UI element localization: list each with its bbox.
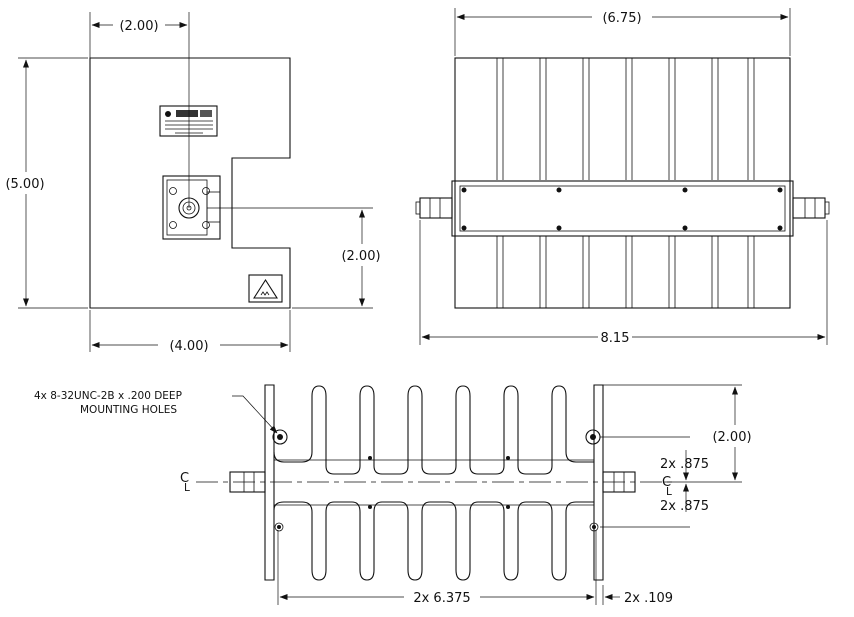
front-dim-right: (2.00) [341,249,380,264]
bottom-dim-lower-offset: 2x .875 [660,499,709,514]
mounting-note-line1: 4x 8-32UNC-2B x .200 DEEP [34,390,182,402]
bottom-dim-height: (2.00) [712,430,751,445]
side-dim-bottom: 8.15 [601,331,630,346]
warning-box [248,274,283,303]
lower-fins [273,501,594,581]
label-plate [159,105,218,137]
mounting-plate [451,180,794,237]
front-view: (2.00) (5.00) (2.00) (4.00) [5,12,381,354]
front-dim-left: (5.00) [5,177,44,192]
bottom-dim-upper-offset: 2x .875 [660,457,709,472]
front-body-outline [89,57,291,309]
mounting-hole-icon [272,429,288,445]
centerline-right-l: L [666,486,672,498]
centerline-right-c: C [662,475,671,490]
upper-fins [273,385,594,475]
heatsink-body [454,57,791,309]
centerline-left-c: C [180,471,189,486]
bottom-view: C L C L 4x 8-32UNC-2B x .200 DEEP MOUNTI… [34,384,752,606]
front-dim-bottom: (4.00) [169,339,208,354]
side-dim-top: (6.75) [602,11,641,26]
right-connector-icon [792,197,830,219]
side-view: (6.75) 8.15 [415,8,830,346]
centerline-left-l: L [184,482,190,494]
bottom-dim-edge-offset: 2x .109 [624,591,673,606]
left-plate [264,384,275,581]
mounting-note-line2: MOUNTING HOLES [80,404,177,416]
left-connector-icon [415,197,453,219]
hazard-triangle-icon [252,278,279,299]
connector-block [162,175,221,240]
bottom-dim-hole-spacing: 2x 6.375 [413,591,470,606]
mounting-note-leader [232,395,278,434]
front-dim-top: (2.00) [119,19,158,34]
right-plate [593,384,604,581]
